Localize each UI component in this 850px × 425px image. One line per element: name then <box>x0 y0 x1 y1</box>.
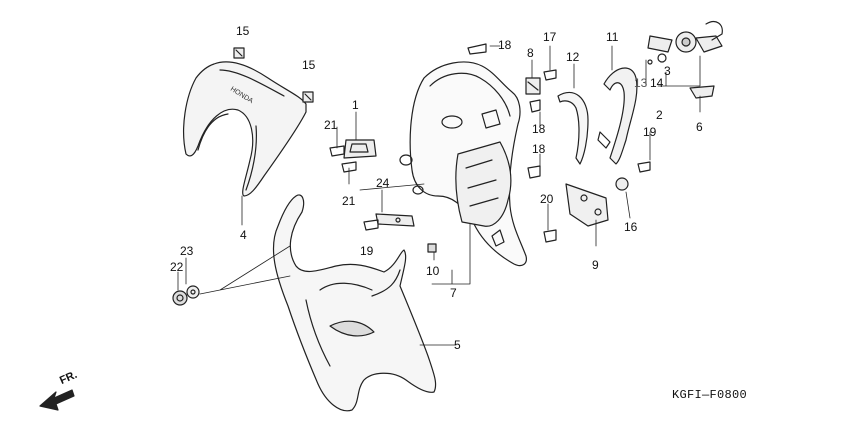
bolt-part-16[interactable] <box>615 177 629 191</box>
screw-part-21b[interactable] <box>341 161 357 173</box>
callout-17[interactable]: 17 <box>543 30 557 44</box>
callout-15-right[interactable]: 15 <box>302 58 316 72</box>
strap-part-11[interactable] <box>597 67 638 165</box>
callout-3[interactable]: 3 <box>664 64 671 78</box>
callout-2[interactable]: 2 <box>656 108 663 122</box>
callout-19-left[interactable]: 19 <box>360 244 374 258</box>
callout-18-top[interactable]: 18 <box>498 38 512 52</box>
callout-18-mid[interactable]: 18 <box>532 122 546 136</box>
callout-11[interactable]: 11 <box>606 30 619 44</box>
screw-part-21a[interactable] <box>329 145 345 157</box>
clip-part-15-right[interactable] <box>302 91 314 103</box>
callout-24[interactable]: 24 <box>376 176 390 190</box>
diagram-code: KGFI—F0800 <box>672 388 748 402</box>
bracket-part-1[interactable] <box>343 139 377 159</box>
strip-part-24[interactable] <box>375 213 415 227</box>
callout-1[interactable]: 1 <box>352 98 359 112</box>
callout-7[interactable]: 7 <box>450 286 457 300</box>
callout-19-right[interactable]: 19 <box>643 125 657 139</box>
callout-10[interactable]: 10 <box>426 264 440 278</box>
lower-front-cover-part[interactable] <box>272 194 437 412</box>
screw-part-19b[interactable] <box>637 161 651 173</box>
callout-9[interactable]: 9 <box>592 258 599 272</box>
clip-part-6[interactable] <box>689 85 715 99</box>
plate-part-9[interactable] <box>565 183 609 227</box>
callout-23[interactable]: 23 <box>180 244 194 258</box>
bolt-part-18a[interactable] <box>467 43 487 55</box>
bracket-part-8[interactable] <box>525 77 541 95</box>
leader-lines <box>177 45 701 346</box>
nut-part-22[interactable] <box>172 290 188 306</box>
strap-part-12[interactable] <box>557 91 589 165</box>
callout-6[interactable]: 6 <box>696 120 703 134</box>
callout-15-upper[interactable]: 15 <box>236 24 250 38</box>
callout-22[interactable]: 22 <box>170 260 184 274</box>
bolt-part-18b[interactable] <box>529 99 541 113</box>
front-direction-arrow <box>39 389 75 411</box>
callout-18-low[interactable]: 18 <box>532 142 546 156</box>
callout-12[interactable]: 12 <box>566 50 580 64</box>
callout-13[interactable]: 13 <box>634 76 648 90</box>
callout-21-lower[interactable]: 21 <box>342 194 356 208</box>
bolt-part-20[interactable] <box>543 229 557 243</box>
washer-part-23[interactable] <box>186 285 200 299</box>
glove-box-part[interactable] <box>455 141 512 227</box>
clip-part-10-small[interactable] <box>427 243 437 253</box>
lock-set-part-3[interactable] <box>675 21 723 53</box>
bolt-part-18c[interactable] <box>527 165 541 179</box>
callout-5[interactable]: 5 <box>454 338 461 352</box>
screw-part-19a[interactable] <box>363 219 379 231</box>
upper-front-cover-part[interactable] <box>183 61 307 197</box>
callout-16[interactable]: 16 <box>624 220 638 234</box>
washer-parts-13-14[interactable] <box>647 35 673 65</box>
bolt-part-17[interactable] <box>543 69 557 81</box>
callout-20[interactable]: 20 <box>540 192 554 206</box>
callout-21-upper[interactable]: 21 <box>324 118 338 132</box>
callout-14[interactable]: 14 <box>650 76 664 90</box>
callout-8[interactable]: 8 <box>527 46 534 60</box>
clip-part-15-upper[interactable] <box>233 47 245 59</box>
callout-4[interactable]: 4 <box>240 228 247 242</box>
